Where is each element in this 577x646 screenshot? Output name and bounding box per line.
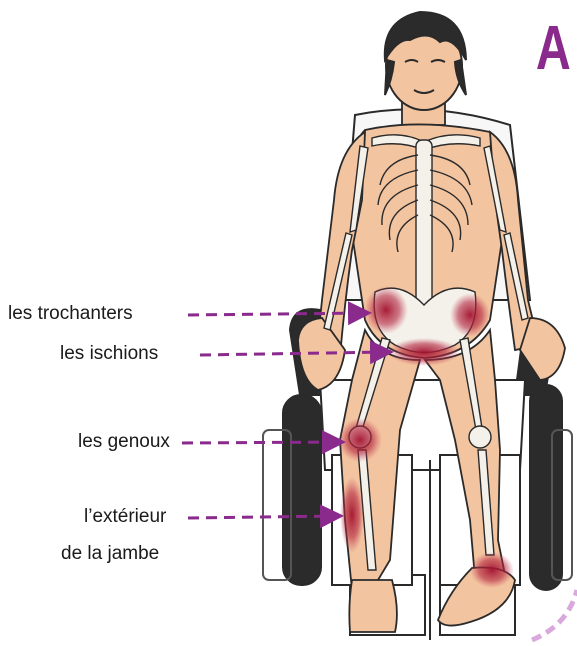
pressure-ankle-right [470,552,514,588]
arrow-trochanters [188,313,366,315]
label-genoux: les genoux [78,431,170,453]
pressure-knee-left [338,418,382,462]
pressure-trochanter-right [450,293,490,337]
label-ischions: les ischions [60,343,158,365]
arrow-genoux [182,442,340,443]
label-trochanters: les trochanters [8,303,133,325]
arrow-exterieur [188,516,338,518]
section-letter: A [536,18,571,80]
decorative-swoosh [532,590,577,640]
label-exterieur: l’extérieur [84,506,166,528]
patella-right [469,426,491,448]
head [385,12,466,110]
pressure-outer-leg [340,477,364,553]
label-jambe: de la jambe [61,543,159,565]
spine [416,140,432,310]
foot-left [349,580,397,632]
pressure-ischions [388,338,460,366]
wheel-left [283,395,321,585]
wheel-right [530,385,562,590]
pressure-trochanter-left [364,286,408,334]
